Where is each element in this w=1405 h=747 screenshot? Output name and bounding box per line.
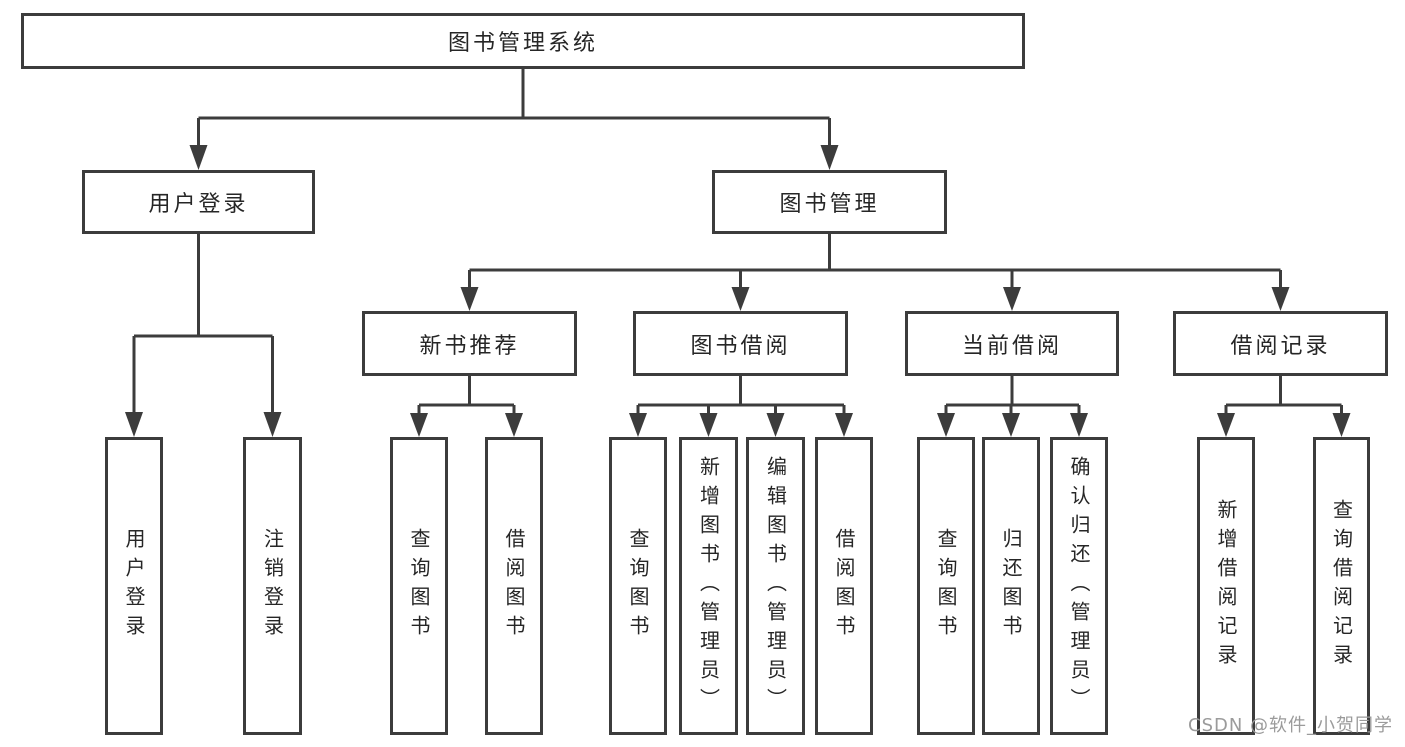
connector-new-book-recommendation-children	[417, 376, 516, 419]
leaf-query-books-recommend-label: 查询图书	[407, 528, 431, 644]
connector-book-management-children	[468, 234, 1282, 292]
leaf-add-book-admin: 新增图书（管理员）	[679, 437, 738, 735]
arrowheads-root-to-branches	[189, 145, 839, 170]
leaf-add-borrow-record: 新增借阅记录	[1197, 437, 1255, 735]
leaf-query-books-borrow-label: 查询图书	[626, 528, 650, 644]
node-book-management: 图书管理	[712, 170, 947, 234]
leaf-logout-label: 注销登录	[260, 528, 285, 644]
leaf-user-login: 用户登录	[105, 437, 163, 735]
node-user-login-label: 用户登录	[148, 192, 249, 217]
leaf-borrow-books-borrow-label: 借阅图书	[832, 528, 856, 644]
leaf-return-books-label: 归还图书	[999, 528, 1023, 644]
leaf-confirm-return-admin-label: 确认归还（管理员）	[1067, 455, 1091, 717]
node-new-book-recommendation: 新书推荐	[362, 311, 577, 376]
leaf-query-books-current: 查询图书	[917, 437, 975, 735]
arrowheads-current-borrowing-children	[937, 413, 1088, 437]
node-library-system-label: 图书管理系统	[447, 31, 598, 56]
node-borrowing-records-label: 借阅记录	[1230, 333, 1331, 359]
leaf-query-borrow-record: 查询借阅记录	[1313, 437, 1370, 735]
node-book-borrowing: 图书借阅	[633, 311, 848, 376]
leaf-query-borrow-record-label: 查询借阅记录	[1329, 499, 1354, 673]
leaf-user-login-label: 用户登录	[122, 528, 146, 644]
watermark-text: CSDN @软件_小贺同学	[1188, 715, 1394, 736]
node-library-system: 图书管理系统	[21, 13, 1025, 69]
node-user-login: 用户登录	[82, 170, 315, 234]
arrowheads-book-borrowing-children	[629, 413, 853, 437]
arrowheads-borrowing-records-children	[1217, 413, 1351, 437]
arrowheads-book-management-children	[460, 287, 1290, 311]
node-borrowing-records: 借阅记录	[1173, 311, 1388, 376]
leaf-edit-book-admin: 编辑图书（管理员）	[746, 437, 805, 735]
leaf-confirm-return-admin: 确认归还（管理员）	[1050, 437, 1108, 735]
arrowheads-new-book-recommendation-children	[410, 413, 523, 437]
connector-user-login-children	[132, 234, 274, 418]
leaf-add-book-admin-label: 新增图书（管理员）	[696, 455, 721, 717]
leaf-return-books: 归还图书	[982, 437, 1040, 735]
node-book-borrowing-label: 图书借阅	[690, 333, 791, 359]
leaf-borrow-books-recommend: 借阅图书	[485, 437, 543, 735]
node-book-management-label: 图书管理	[779, 192, 880, 217]
node-current-borrowing-label: 当前借阅	[961, 333, 1062, 359]
arrowheads-user-login-children	[125, 412, 282, 437]
connector-borrowing-records-children	[1224, 376, 1343, 419]
leaf-borrow-books-borrow: 借阅图书	[815, 437, 873, 735]
leaf-borrow-books-recommend-label: 借阅图书	[502, 528, 526, 644]
leaf-edit-book-admin-label: 编辑图书（管理员）	[763, 455, 788, 717]
connector-current-borrowing-children	[944, 376, 1081, 419]
connector-root-to-branches	[197, 69, 831, 150]
node-new-book-recommendation-label: 新书推荐	[419, 333, 520, 359]
connector-book-borrowing-children	[636, 376, 846, 419]
leaf-query-books-current-label: 查询图书	[934, 528, 958, 644]
leaf-logout: 注销登录	[243, 437, 302, 735]
node-current-borrowing: 当前借阅	[905, 311, 1119, 376]
leaf-add-borrow-record-label: 新增借阅记录	[1214, 499, 1238, 673]
leaf-query-books-recommend: 查询图书	[390, 437, 448, 735]
leaf-query-books-borrow: 查询图书	[609, 437, 667, 735]
